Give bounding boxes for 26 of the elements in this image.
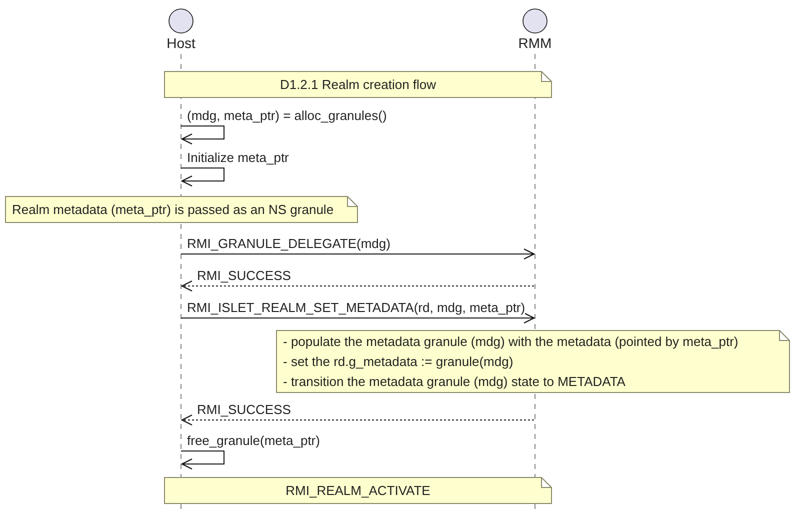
edge-label: RMI_ISLET_REALM_SET_METADATA(rd, mdg, meta_ptr)	[187, 300, 526, 316]
note	[164, 477, 552, 504]
note	[5, 196, 358, 223]
edge-label: RMI_SUCCESS	[197, 268, 291, 284]
message-arrow	[180, 312, 535, 324]
message-arrow	[181, 280, 534, 292]
note-text: D1.2.1 Realm creation flow	[280, 76, 436, 94]
note-text: - set the rd.g_metadata := granule(mdg)	[283, 352, 514, 371]
edge-label: (mdg, meta_ptr) = alloc_granules()	[187, 108, 387, 124]
edge-label: RMI_GRANULE_DELEGATE(mdg)	[187, 236, 390, 252]
participant-label: RMM	[518, 34, 552, 52]
edge-label: RMI_SUCCESS	[197, 402, 291, 418]
note-text: - transition the metadata granule (mdg) state to METADATA	[283, 372, 626, 391]
message-arrow	[180, 248, 535, 260]
note-text: RMI_REALM_ACTIVATE	[286, 482, 430, 500]
note	[164, 71, 552, 98]
note	[276, 330, 790, 393]
self-message-arrow	[180, 126, 224, 145]
edge-label: free_granule(meta_ptr)	[187, 433, 320, 449]
self-message-arrow	[180, 450, 224, 470]
edge-label: Initialize meta_ptr	[187, 150, 289, 166]
note-text: - populate the metadata granule (mdg) with the metadata (pointed by meta_ptr)	[283, 332, 738, 351]
self-message-arrow	[180, 168, 224, 187]
note-text: Realm metadata (meta_ptr) is passed as an NS granule	[12, 200, 334, 219]
message-arrow	[181, 414, 534, 426]
participant-label: Host	[166, 34, 196, 52]
